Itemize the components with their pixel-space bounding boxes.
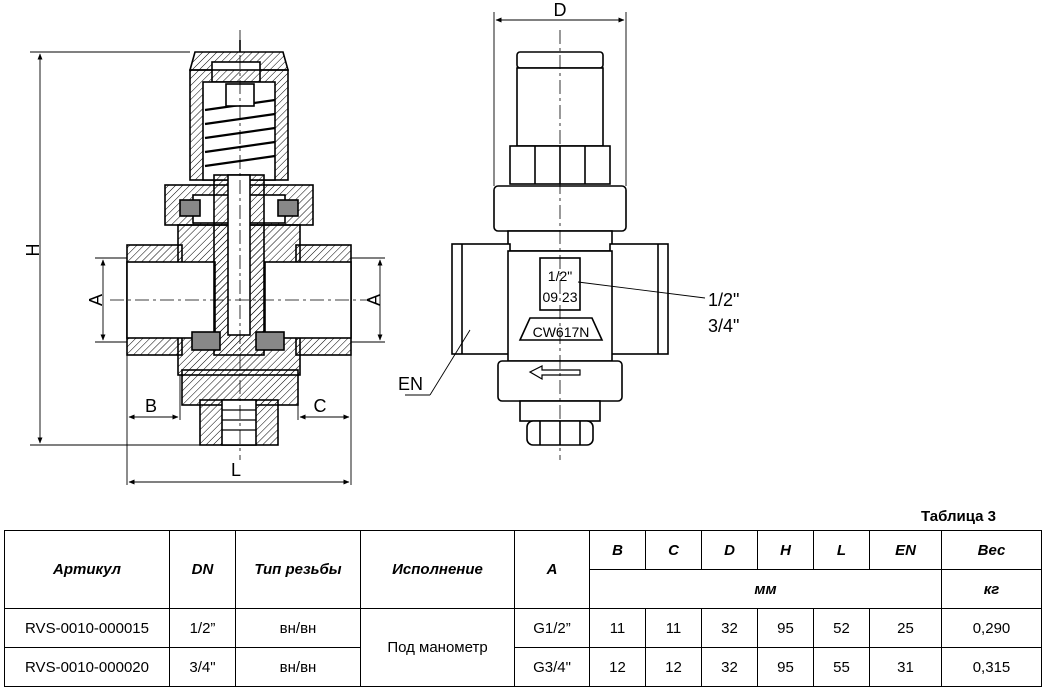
dim-A-right-label: A: [364, 294, 384, 306]
body-size-mark: 1/2": [548, 268, 572, 284]
callout-size-1: 1/2": [708, 290, 739, 310]
cell-d: 32: [701, 608, 758, 648]
cell-l: 52: [813, 608, 870, 648]
cell-thread: вн/вн: [235, 647, 361, 687]
right-dimensions: [405, 12, 706, 396]
header-a: A: [514, 530, 590, 609]
material-mark: CW617N: [533, 324, 590, 340]
exterior-view: [451, 30, 669, 460]
header-unit-kg: кг: [941, 569, 1042, 609]
cell-article: RVS-0010-000020: [4, 647, 170, 687]
specification-table: Артикул DN Тип резьбы Исполнение A B C D…: [4, 530, 1042, 687]
header-d: D: [701, 530, 758, 570]
cell-thread: вн/вн: [235, 608, 361, 648]
cell-d: 32: [701, 647, 758, 687]
header-en: EN: [869, 530, 942, 570]
cell-dn: 3/4": [169, 647, 236, 687]
callout-EN: EN: [398, 374, 423, 394]
dim-D-label: D: [554, 0, 567, 20]
cell-a: G1/2”: [514, 608, 590, 648]
dim-B-label: B: [145, 396, 157, 416]
cell-weight: 0,315: [941, 647, 1042, 687]
body-date-mark: 09 23: [542, 289, 577, 305]
header-b: B: [589, 530, 646, 570]
cell-b: 11: [589, 608, 646, 648]
cell-a: G3/4": [514, 647, 590, 687]
left-dimensions: [30, 51, 385, 485]
header-unit-mm: мм: [589, 569, 942, 609]
header-l: L: [813, 530, 870, 570]
cell-b: 12: [589, 647, 646, 687]
cell-dn: 1/2”: [169, 608, 236, 648]
cell-c: 12: [645, 647, 702, 687]
callout-size-2: 3/4": [708, 316, 739, 336]
cell-h: 95: [757, 608, 814, 648]
table-caption: Таблица 3: [920, 508, 996, 525]
technical-drawing: H A A B C L: [23, 0, 739, 485]
header-c: C: [645, 530, 702, 570]
section-view: [110, 30, 370, 460]
header-h: H: [757, 530, 814, 570]
header-weight: Вес: [941, 530, 1042, 570]
header-article: Артикул: [4, 530, 170, 609]
header-thread: Тип резьбы: [235, 530, 361, 609]
table-row: RVS-0010-000015 1/2” вн/вн Под манометр …: [4, 608, 1042, 687]
cell-en: 25: [869, 608, 942, 648]
header-dn: DN: [169, 530, 236, 609]
dim-H-label: H: [23, 244, 43, 257]
dim-A-left-label: A: [86, 294, 106, 306]
cell-l: 55: [813, 647, 870, 687]
cell-version: Под манометр: [360, 608, 515, 687]
cell-en: 31: [869, 647, 942, 687]
cell-article: RVS-0010-000015: [4, 608, 170, 648]
table-row: RVS-0010-000020 3/4" вн/вн G3/4" 12 12 3…: [4, 647, 1042, 687]
cell-c: 11: [645, 608, 702, 648]
cell-h: 95: [757, 647, 814, 687]
dim-C-label: C: [314, 396, 327, 416]
header-version: Исполнение: [360, 530, 515, 609]
cell-weight: 0,290: [941, 608, 1042, 648]
dim-L-label: L: [231, 460, 241, 480]
